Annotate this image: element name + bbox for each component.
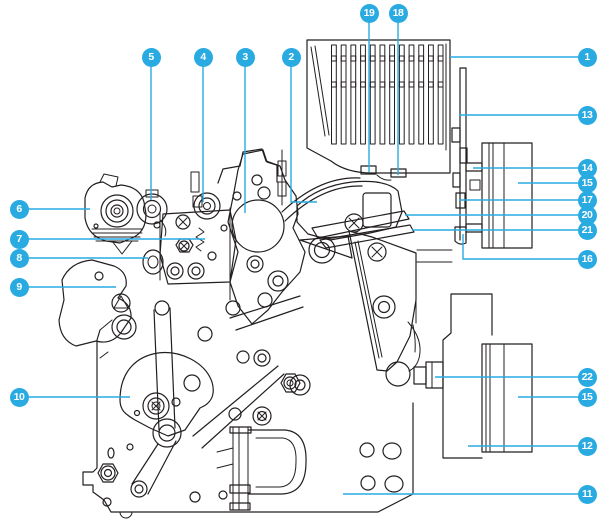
upper-terminal-block [465, 142, 533, 249]
callout-badge-12: 12 [577, 436, 597, 456]
trip-lever [58, 259, 137, 347]
callout-badge-2: 2 [281, 47, 301, 67]
callout-badge-11: 11 [577, 484, 597, 504]
callout-badge-16: 16 [577, 249, 597, 269]
callout-badge-17: 17 [577, 190, 597, 210]
side-plate-bracket [451, 67, 468, 245]
pole-piece-5 [136, 189, 168, 237]
callout-badge-22: 22 [577, 367, 597, 387]
callout-badge-10: 10 [9, 387, 29, 407]
linkage-bars [130, 292, 311, 498]
callout-badge-15: 15 [577, 387, 597, 407]
callout-badge-20: 20 [577, 205, 597, 225]
callout-badge-14: 14 [577, 158, 597, 178]
callout-badge-6: 6 [9, 199, 29, 219]
callout-badge-18: 18 [388, 3, 408, 23]
callout-badge-21: 21 [577, 220, 597, 240]
callout-badge-5: 5 [141, 47, 161, 67]
pole-piece-4 [190, 171, 221, 220]
callout-badge-3: 3 [235, 47, 255, 67]
callout-badge-9: 9 [9, 277, 29, 297]
main-side-plate [82, 319, 414, 519]
stab-connector [385, 321, 444, 389]
molded-frame [216, 426, 307, 511]
lower-terminal-block [481, 343, 533, 453]
callout-badge-15: 15 [577, 173, 597, 193]
callout-badge-19: 19 [359, 3, 379, 23]
callout-badge-8: 8 [9, 248, 29, 268]
callout-badge-1: 1 [577, 47, 597, 67]
coil-housing [84, 173, 147, 255]
callout-badge-7: 7 [9, 229, 29, 249]
operating-lever [308, 230, 453, 372]
center-bracket [227, 149, 306, 325]
callout-badge-4: 4 [193, 47, 213, 67]
molded-housing [442, 293, 493, 459]
contact-carrier [277, 149, 415, 259]
callout-badge-13: 13 [577, 105, 597, 125]
trip-cam [119, 351, 214, 437]
arc-chute [306, 39, 451, 181]
